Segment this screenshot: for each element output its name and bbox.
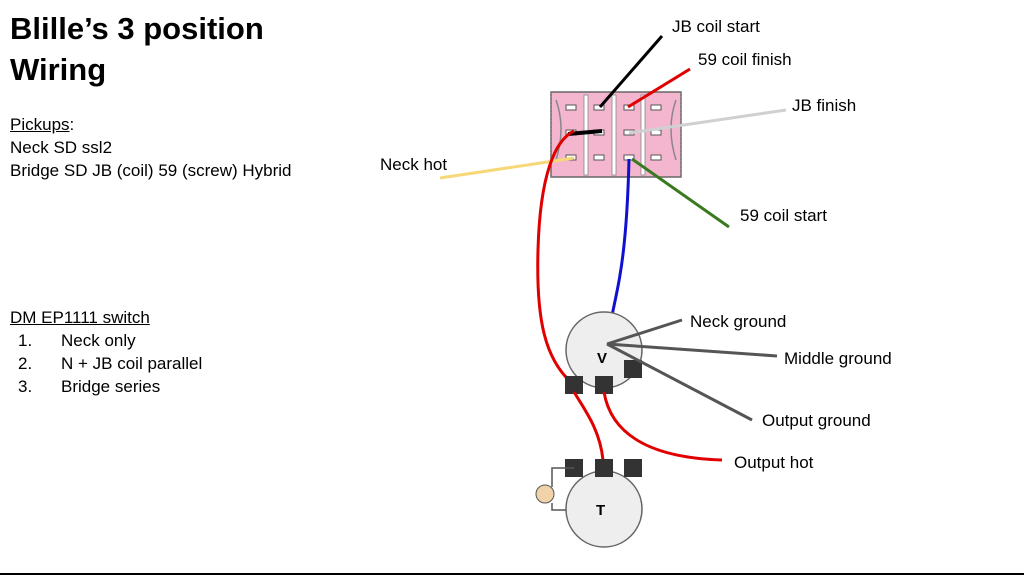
capacitor-lead (551, 467, 574, 487)
wire-neck-ground (606, 318, 683, 346)
switch-section: DM EP1111 switch 1.Neck only 2.N + JB co… (10, 306, 202, 398)
pickups-heading: Pickups: (10, 115, 75, 134)
wire-jb-finish (628, 108, 787, 135)
wire-middle-ground (606, 342, 778, 358)
wire-output-hot (602, 391, 723, 462)
switch-positions-list: 1.Neck only 2.N + JB coil parallel 3.Bri… (10, 329, 202, 398)
volume-lug (624, 360, 642, 378)
label-jb-finish: JB finish (792, 96, 856, 115)
pickups-section: Pickups: Neck SD ssl2 Bridge SD JB (coil… (10, 113, 292, 182)
wire-59-coil-finish (627, 67, 691, 109)
capacitor (535, 484, 555, 504)
wire-output-ground (606, 342, 753, 422)
wire-volume-to-tone (572, 391, 605, 461)
list-item: 2.N + JB coil parallel (18, 354, 203, 373)
bottom-rule (0, 573, 1024, 575)
label-59-coil-start: 59 coil start (740, 206, 827, 225)
capacitor-lead (551, 503, 566, 511)
label-jb-coil-start: JB coil start (672, 17, 760, 36)
label-middle-ground: Middle ground (784, 349, 892, 368)
switch-heading: DM EP1111 switch (10, 308, 150, 327)
label-59-coil-finish: 59 coil finish (698, 50, 792, 69)
label-neck-hot: Neck hot (380, 155, 447, 174)
wire-red-switch-to-volume (536, 129, 575, 386)
tone-lug (624, 459, 642, 477)
page-title: Blille’s 3 position Wiring (10, 8, 264, 90)
volume-lug (565, 376, 583, 394)
wire-59-coil-start (631, 157, 730, 229)
pickup-neck: Neck SD ssl2 (10, 138, 113, 157)
label-output-hot: Output hot (734, 453, 814, 472)
wire-jb-coil-start (598, 35, 664, 108)
pickup-bridge: Bridge SD JB (coil) 59 (screw) Hybrid (10, 161, 292, 180)
volume-label: V (597, 350, 607, 367)
wire-jumper (567, 129, 603, 136)
list-item: 1.Neck only (18, 331, 136, 350)
list-item: 3.Bridge series (18, 377, 161, 396)
volume-lug (595, 376, 613, 394)
tone-lug (595, 459, 613, 477)
title-line-2: Wiring (10, 52, 107, 87)
title-line-1: Blille’s 3 position (10, 11, 264, 46)
label-output-ground: Output ground (762, 411, 871, 430)
label-neck-ground: Neck ground (690, 312, 786, 331)
tone-label: T (596, 502, 605, 519)
